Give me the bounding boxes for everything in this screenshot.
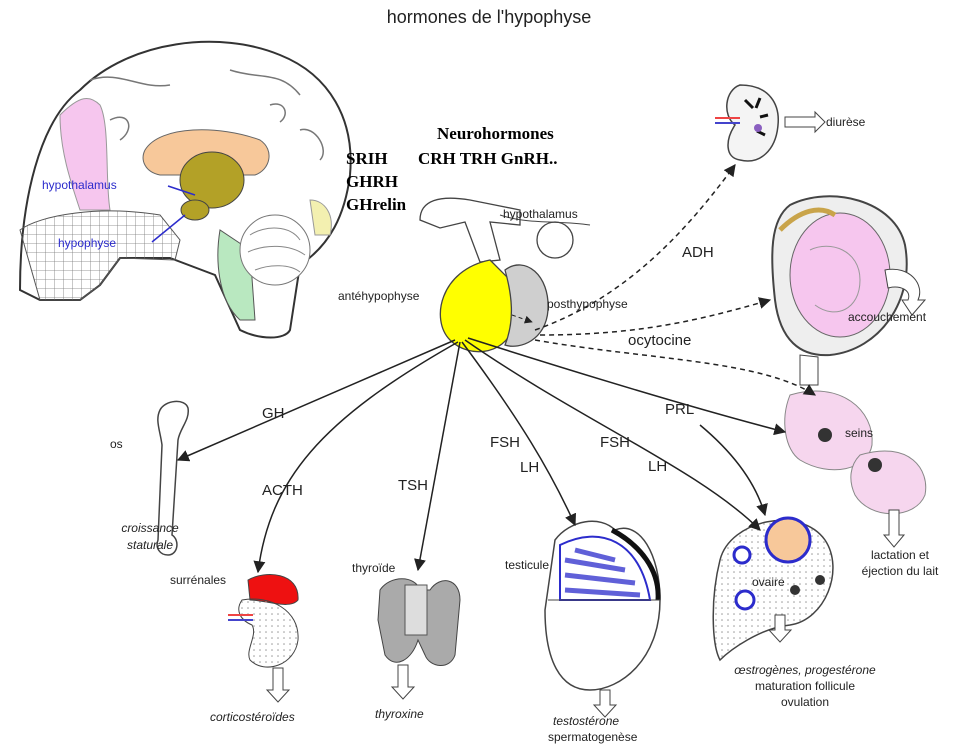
neurohormone-ghrelin: GHrelin xyxy=(346,195,406,215)
neurohormone-crh-trh-gnrh: CRH TRH GnRH.. xyxy=(418,149,558,169)
target-surrenales-label: surrénales xyxy=(170,573,226,588)
effect-oestrogenes: œstrogènes, progestérone xyxy=(715,663,895,678)
kidney-illustration xyxy=(715,85,825,161)
brain-hypophyse-label: hypophyse xyxy=(58,236,116,251)
target-accouchement-label: accouchement xyxy=(848,310,926,325)
uterus-illustration xyxy=(772,196,925,385)
effect-corticosteroides: corticostéroïdes xyxy=(210,710,295,725)
hormone-acth-label: ACTH xyxy=(262,483,303,498)
target-seins-label: seins xyxy=(845,426,873,441)
effect-testosterone: testostérone xyxy=(553,714,619,729)
target-ovaire-label: ovaire xyxy=(752,575,785,590)
effect-maturation: maturation follicule xyxy=(715,679,895,694)
neurohormone-srih: SRIH xyxy=(346,149,388,169)
posthypophyse-label: posthypophyse xyxy=(547,297,628,312)
hormone-lh-ovary-label: LH xyxy=(648,459,667,474)
hormone-fsh-ovary-label: FSH xyxy=(600,435,630,450)
adrenal-illustration xyxy=(228,575,298,702)
breast-illustration xyxy=(785,391,926,547)
target-os-label: os xyxy=(110,437,123,452)
hormone-gh-label: GH xyxy=(262,406,285,421)
target-diurese-label: diurèse xyxy=(826,115,865,130)
effect-thyroxine: thyroxine xyxy=(375,707,424,722)
effect-ovulation: ovulation xyxy=(715,695,895,710)
diagram-title: hormones de l'hypophyse xyxy=(0,6,978,28)
thyroid-illustration xyxy=(378,579,460,699)
hormone-ocytocine-label: ocytocine xyxy=(628,333,691,348)
target-testicule-label: testicule xyxy=(505,558,549,573)
hormone-lh-testis-label: LH xyxy=(520,460,539,475)
hormone-prl-label: PRL xyxy=(665,402,694,417)
gland-hypothalamus-label: hypothalamus xyxy=(503,207,578,222)
hormone-adh-label: ADH xyxy=(682,245,714,260)
hormone-fsh-testis-label: FSH xyxy=(490,435,520,450)
brain-hypothalamus-label: hypothalamus xyxy=(42,178,117,193)
effect-croissance-line2: staturale xyxy=(110,538,190,553)
effect-lactation-line1: lactation et xyxy=(850,548,950,563)
effect-spermatogenese: spermatogenèse xyxy=(548,730,637,745)
antehypophyse-label: antéhypophyse xyxy=(338,289,419,304)
effect-croissance-line1: croissance xyxy=(110,521,190,536)
target-thyroide-label: thyroïde xyxy=(352,561,395,576)
neurohormone-ghrh: GHRH xyxy=(346,172,398,192)
testis-illustration xyxy=(545,521,660,717)
effect-lactation-line2: éjection du lait xyxy=(850,564,950,579)
neurohormones-heading: Neurohormones xyxy=(437,124,554,144)
hormone-tsh-label: TSH xyxy=(398,478,428,493)
